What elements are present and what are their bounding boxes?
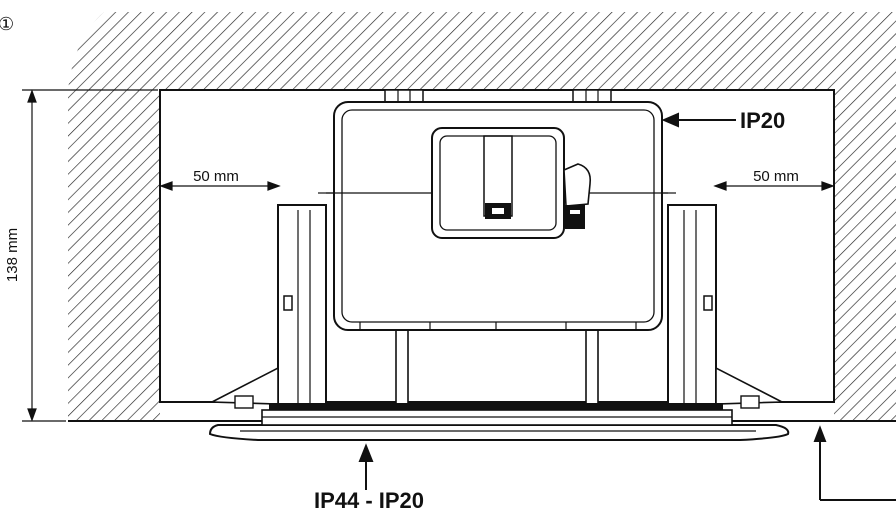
control-box [431,127,565,239]
ceiling-structure-hatch [68,12,896,420]
inner-leg-right [585,329,599,411]
grille-rating-label: IP44 - IP20 [314,488,424,511]
leader-line-right [813,425,896,501]
mounting-lug-right [572,89,612,103]
right-clearance-label: 50 mm [753,168,799,185]
grille-rating-arrow [358,443,374,490]
inner-leg-left [395,329,409,411]
right-clearance-dimension [713,181,835,191]
ip20-callout-arrow [661,112,736,128]
cable-gland [563,163,592,207]
grille-panel [208,403,790,441]
height-dimension [22,89,158,422]
figure-number: ① [0,14,14,34]
unit-body-rating-label: IP20 [740,108,785,133]
left-clearance-dimension [159,181,281,191]
mounting-lug-left [384,89,424,103]
left-clearance-label: 50 mm [193,168,239,185]
height-dimension-label: 138 mm [4,228,21,282]
cassette-unit [208,89,786,411]
